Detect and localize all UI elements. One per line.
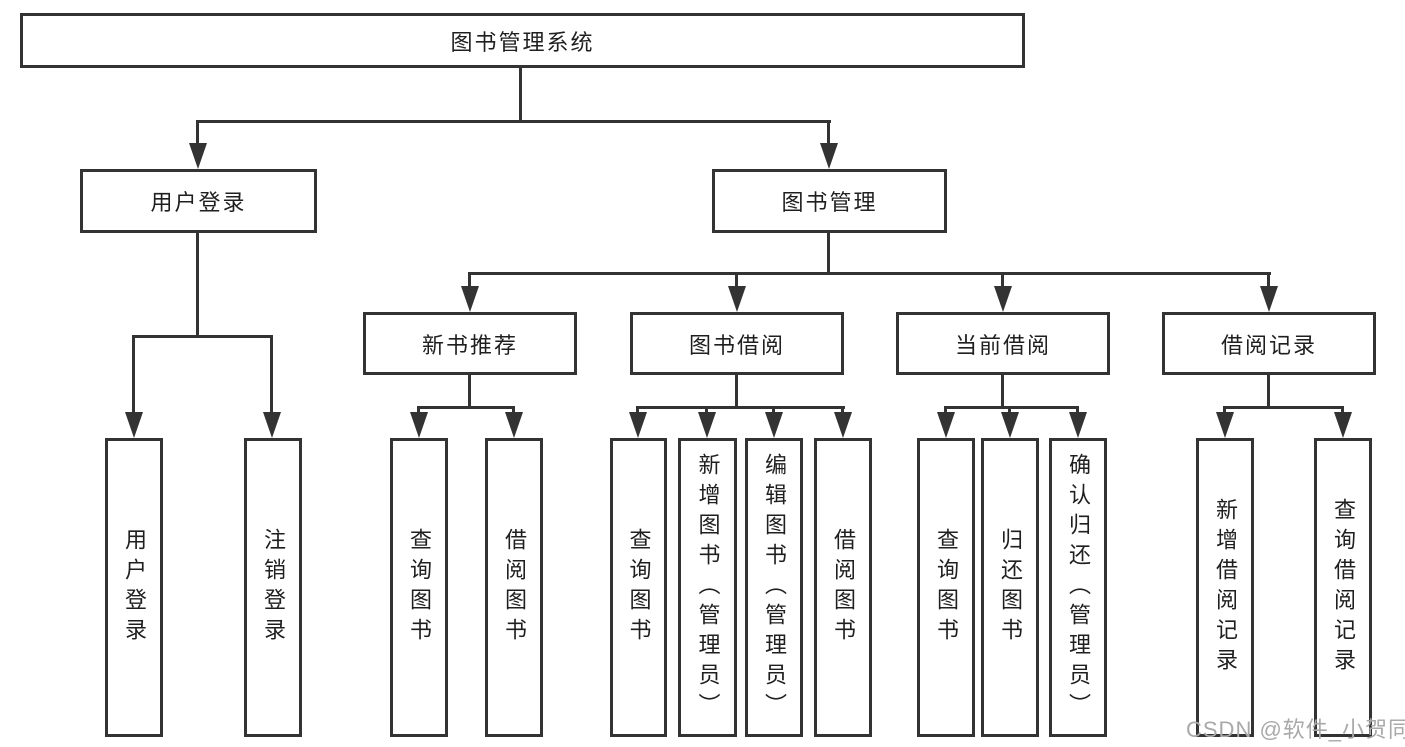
- connector-user-login-drop-left: [132, 335, 135, 415]
- connector-borrowing-drop-2: [705, 406, 708, 416]
- connector-user-login-drop-right: [270, 335, 273, 415]
- arrowhead-down-icon: [820, 143, 838, 169]
- connector-book-mgmt-drop-4: [1267, 272, 1270, 290]
- connector-current-drop-3: [1076, 406, 1079, 416]
- connector-book-mgmt-drop-2: [735, 272, 738, 290]
- node-new-book-recommend-label: 新书推荐: [421, 332, 518, 358]
- leaf-query-books-current: 查询图书: [917, 438, 975, 737]
- connector-borrowing-stem: [735, 375, 738, 406]
- leaf-user-login-label: 用户登录: [122, 527, 147, 648]
- connector-root-drop-right: [827, 120, 830, 148]
- arrowhead-down-icon: [765, 412, 783, 438]
- arrowhead-down-icon: [1069, 412, 1087, 438]
- arrowhead-down-icon: [937, 412, 955, 438]
- connector-user-login-branch: [133, 335, 273, 338]
- node-borrowing-records-label: 借阅记录: [1220, 332, 1317, 358]
- node-book-borrowing: 图书借阅: [630, 312, 844, 375]
- node-current-borrowing: 当前借阅: [896, 312, 1110, 375]
- connector-borrowing-drop-3: [772, 406, 775, 416]
- connector-user-login-stem: [196, 233, 199, 335]
- leaf-query-books-recommend-label: 查询图书: [407, 527, 432, 648]
- arrowhead-down-icon: [1001, 412, 1019, 438]
- leaf-borrow-books: 借阅图书: [814, 438, 872, 737]
- arrowhead-down-icon: [1334, 412, 1352, 438]
- arrowhead-down-icon: [505, 412, 523, 438]
- connector-new-book-stem: [468, 375, 471, 406]
- connector-current-drop-1: [944, 406, 947, 416]
- connector-records-branch: [1224, 406, 1344, 409]
- leaf-logout: 注销登录: [244, 438, 302, 737]
- connector-new-book-branch: [418, 406, 515, 409]
- node-user-login-label: 用户登录: [150, 190, 247, 215]
- connector-book-mgmt-branch: [469, 272, 1271, 275]
- leaf-query-books-borrowing: 查询图书: [610, 438, 667, 737]
- connector-root-branch: [197, 120, 831, 123]
- leaf-borrow-books-recommend-label: 借阅图书: [502, 527, 527, 648]
- leaf-edit-books-admin-label: 编辑图书（管理员）: [762, 452, 787, 723]
- connector-root-drop-left: [196, 120, 199, 148]
- node-root: 图书管理系统: [20, 13, 1025, 68]
- arrowhead-down-icon: [410, 412, 428, 438]
- leaf-add-books-admin-label: 新增图书（管理员）: [695, 452, 721, 723]
- connector-book-mgmt-drop-3: [1001, 272, 1004, 290]
- leaf-confirm-return-admin: 确认归还（管理员）: [1049, 438, 1107, 737]
- connector-records-drop-1: [1223, 406, 1226, 416]
- arrowhead-down-icon: [629, 412, 647, 438]
- connector-book-mgmt-stem: [827, 233, 830, 272]
- leaf-return-books-label: 归还图书: [998, 527, 1023, 648]
- leaf-borrow-books-label: 借阅图书: [831, 527, 856, 648]
- leaf-query-books-recommend: 查询图书: [390, 438, 448, 737]
- leaf-borrow-books-recommend: 借阅图书: [485, 438, 543, 737]
- connector-new-book-drop-2: [512, 406, 515, 416]
- node-borrowing-records: 借阅记录: [1162, 312, 1376, 375]
- arrowhead-down-icon: [189, 143, 207, 169]
- connector-current-stem: [1001, 375, 1004, 406]
- node-new-book-recommend: 新书推荐: [363, 312, 577, 375]
- arrowhead-down-icon: [1216, 412, 1234, 438]
- connector-borrowing-branch: [637, 406, 845, 409]
- arrowhead-down-icon: [994, 286, 1012, 312]
- arrowhead-down-icon: [263, 412, 281, 438]
- arrowhead-down-icon: [125, 412, 143, 438]
- connector-current-branch: [945, 406, 1079, 409]
- connector-current-drop-2: [1008, 406, 1011, 416]
- leaf-query-borrow-record-label: 查询借阅记录: [1331, 497, 1356, 678]
- leaf-add-borrow-record-label: 新增借阅记录: [1213, 497, 1238, 678]
- leaf-add-borrow-record: 新增借阅记录: [1196, 438, 1254, 737]
- leaf-confirm-return-admin-label: 确认归还（管理员）: [1066, 452, 1091, 723]
- node-user-login: 用户登录: [80, 169, 317, 233]
- connector-borrowing-drop-4: [841, 406, 844, 416]
- leaf-query-books-borrowing-label: 查询图书: [626, 527, 652, 648]
- leaf-add-books-admin: 新增图书（管理员）: [678, 438, 737, 737]
- connector-records-drop-2: [1341, 406, 1344, 416]
- node-book-management-label: 图书管理: [781, 190, 878, 215]
- leaf-query-books-current-label: 查询图书: [934, 527, 959, 648]
- connector-book-mgmt-drop-1: [468, 272, 471, 290]
- leaf-query-borrow-record: 查询借阅记录: [1314, 438, 1372, 737]
- leaf-user-login: 用户登录: [105, 438, 163, 737]
- arrowhead-down-icon: [728, 286, 746, 312]
- node-root-label: 图书管理系统: [450, 29, 595, 55]
- leaf-return-books: 归还图书: [981, 438, 1039, 737]
- leaf-logout-label: 注销登录: [261, 527, 286, 648]
- node-book-management: 图书管理: [712, 169, 947, 233]
- node-book-borrowing-label: 图书借阅: [688, 332, 785, 358]
- arrowhead-down-icon: [461, 286, 479, 312]
- node-current-borrowing-label: 当前借阅: [954, 332, 1051, 358]
- connector-records-stem: [1267, 375, 1270, 406]
- connector-new-book-drop-1: [417, 406, 420, 416]
- arrowhead-down-icon: [834, 412, 852, 438]
- leaf-edit-books-admin: 编辑图书（管理员）: [745, 438, 803, 737]
- arrowhead-down-icon: [1260, 286, 1278, 312]
- arrowhead-down-icon: [698, 412, 716, 438]
- connector-root-stem: [519, 66, 522, 120]
- connector-borrowing-drop-1: [636, 406, 639, 416]
- csdn-watermark: CSDN @软件_小贺同学: [1186, 717, 1405, 742]
